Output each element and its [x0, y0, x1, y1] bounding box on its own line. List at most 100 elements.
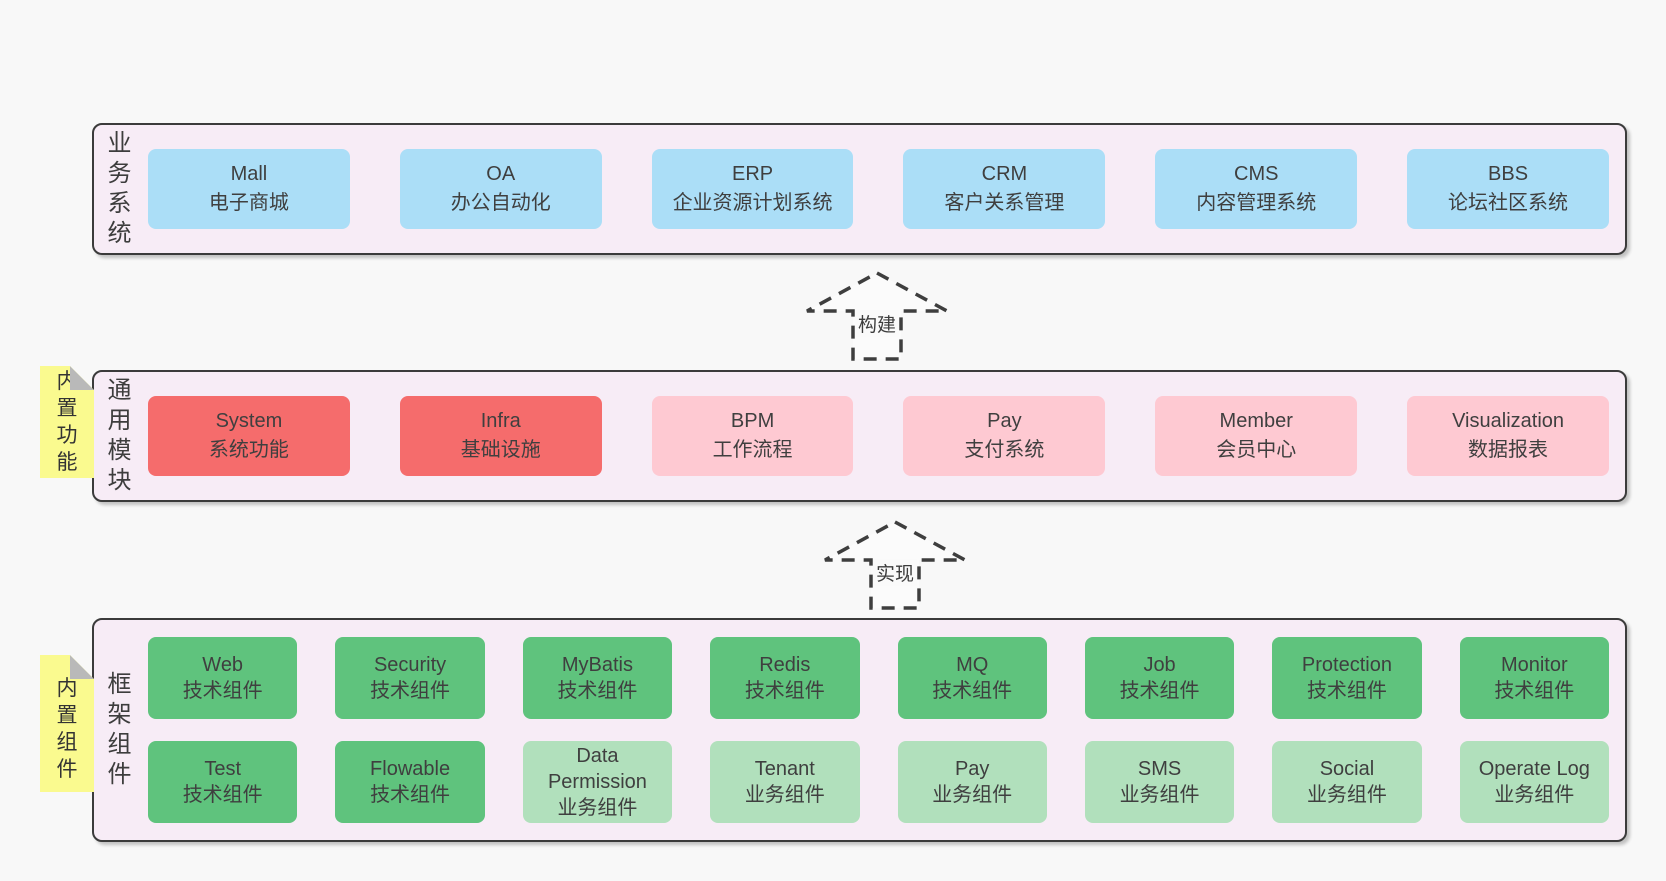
box-subtitle: 业务组件 — [744, 784, 825, 806]
box-subtitle: 内容管理系统 — [1196, 192, 1317, 214]
sticky-note-built-in-components: 内置组件 — [40, 655, 94, 792]
sticky-note-built-in-features: 内置功能 — [40, 366, 94, 478]
box-subtitle: 电子商城 — [208, 192, 289, 214]
business-box-erp: ERP 企业资源计划系统 — [651, 149, 854, 229]
box-subtitle: 技术组件 — [744, 680, 825, 702]
module-box-member: Member 会员中心 — [1155, 396, 1358, 476]
box-subtitle: 技术组件 — [182, 680, 263, 702]
component-box-job: Job 技术组件 — [1084, 637, 1235, 719]
box-subtitle: 企业资源计划系统 — [672, 192, 833, 214]
component-box-web: Web 技术组件 — [148, 637, 298, 719]
component-box-test: Test 技术组件 — [148, 741, 298, 823]
box-subtitle: 系统功能 — [208, 439, 289, 461]
module-box-bpm: BPM 工作流程 — [651, 396, 854, 476]
panel-business-systems: 业务系统 Mall 电子商城 OA 办公自动化 ERP 企业资源计划系统 CRM… — [92, 123, 1627, 255]
box-title: MyBatis — [561, 654, 633, 676]
box-subtitle: 业务组件 — [1119, 784, 1200, 806]
box-title: CRM — [981, 163, 1028, 185]
box-subtitle: 客户关系管理 — [944, 192, 1065, 214]
box-title: Flowable — [370, 758, 451, 780]
box-title: Test — [204, 758, 242, 780]
box-title: Pay — [987, 410, 1022, 432]
box-title: Infra — [480, 410, 521, 432]
business-box-crm: CRM 客户关系管理 — [903, 149, 1106, 229]
component-box-monitor: Monitor 技术组件 — [1459, 637, 1609, 719]
box-subtitle: 业务组件 — [932, 784, 1013, 806]
business-box-mall: Mall 电子商城 — [148, 149, 350, 229]
module-boxes: System 系统功能 Infra 基础设施 BPM 工作流程 Pay 支付系统… — [148, 396, 1609, 476]
panel-common-modules: 通用模块 System 系统功能 Infra 基础设施 BPM 工作流程 Pay… — [92, 370, 1627, 502]
framework-components-label: 框架组件 — [107, 671, 132, 788]
box-title: Mall — [230, 163, 268, 185]
box-title: Monitor — [1500, 654, 1568, 676]
implement-arrow-label: 实现 — [872, 559, 918, 586]
component-box-tenant: Tenant 业务组件 — [710, 741, 860, 823]
component-box-security: Security 技术组件 — [335, 637, 485, 719]
business-boxes: Mall 电子商城 OA 办公自动化 ERP 企业资源计划系统 CRM 客户关系… — [148, 149, 1609, 229]
business-box-cms: CMS 内容管理系统 — [1155, 149, 1358, 229]
module-box-pay: Pay 支付系统 — [903, 396, 1106, 476]
panel-framework-components: 框架组件 Web 技术组件 Security 技术组件 MyBatis 技术组件… — [92, 618, 1627, 842]
box-title: ERP — [732, 163, 774, 185]
box-subtitle: 论坛社区系统 — [1448, 192, 1569, 214]
implement-arrow: 实现 — [822, 519, 968, 611]
component-box-mq: MQ 技术组件 — [897, 637, 1047, 719]
box-title: Tenant — [754, 758, 815, 780]
box-subtitle: 技术组件 — [182, 784, 263, 806]
box-subtitle: 技术组件 — [1119, 680, 1200, 702]
component-box-sms: SMS 业务组件 — [1084, 741, 1235, 823]
box-subtitle: 工作流程 — [712, 439, 793, 461]
module-box-infra: Infra 基础设施 — [399, 396, 602, 476]
box-title: Member — [1219, 410, 1293, 432]
box-title: Job — [1143, 654, 1176, 676]
box-subtitle: 技术组件 — [1306, 680, 1387, 702]
component-box-redis: Redis 技术组件 — [710, 637, 860, 719]
box-subtitle: 技术组件 — [370, 680, 451, 702]
box-title: Web — [202, 654, 244, 676]
component-box-pay: Pay 业务组件 — [897, 741, 1047, 823]
box-title: Data Permission — [547, 745, 647, 793]
box-title: Redis — [759, 654, 811, 676]
sticky-note-text: 内置组件 — [56, 676, 78, 781]
box-subtitle: 业务组件 — [557, 797, 638, 819]
box-subtitle: 技术组件 — [557, 680, 638, 702]
box-title: SMS — [1137, 758, 1182, 780]
box-title: System — [215, 410, 283, 432]
box-title: Protection — [1301, 654, 1392, 676]
build-arrow: 构建 — [804, 270, 950, 362]
build-arrow-label: 构建 — [854, 310, 900, 337]
component-box-operate-log: Operate Log 业务组件 — [1459, 741, 1609, 823]
box-subtitle: 会员中心 — [1216, 439, 1297, 461]
box-subtitle: 技术组件 — [932, 680, 1013, 702]
box-subtitle: 支付系统 — [964, 439, 1045, 461]
box-title: Pay — [954, 758, 990, 780]
module-box-system: System 系统功能 — [148, 396, 350, 476]
component-box-protection: Protection 技术组件 — [1272, 637, 1422, 719]
component-box-flowable: Flowable 技术组件 — [335, 741, 485, 823]
component-box-social: Social 业务组件 — [1272, 741, 1422, 823]
component-box-mybatis: MyBatis 技术组件 — [522, 637, 673, 719]
box-subtitle: 业务组件 — [1494, 784, 1575, 806]
box-title: CMS — [1234, 163, 1279, 185]
box-subtitle: 技术组件 — [370, 784, 451, 806]
framework-row-2: Test 技术组件 Flowable 技术组件 Data Permission … — [148, 741, 1609, 823]
business-systems-label: 业务系统 — [107, 130, 132, 247]
box-title: OA — [486, 163, 516, 185]
module-box-visualization: Visualization 数据报表 — [1407, 396, 1609, 476]
box-subtitle: 业务组件 — [1306, 784, 1387, 806]
business-box-oa: OA 办公自动化 — [399, 149, 602, 229]
box-title: MQ — [956, 654, 989, 676]
box-title: Security — [373, 654, 447, 676]
component-box-data-permission: Data Permission 业务组件 — [522, 741, 673, 823]
box-subtitle: 技术组件 — [1494, 680, 1575, 702]
box-title: BPM — [730, 410, 775, 432]
business-box-bbs: BBS 论坛社区系统 — [1407, 149, 1609, 229]
box-title: Visualization — [1452, 410, 1565, 432]
sticky-note-text: 内置功能 — [56, 370, 78, 474]
box-subtitle: 办公自动化 — [450, 192, 551, 214]
framework-rows: Web 技术组件 Security 技术组件 MyBatis 技术组件 Redi… — [148, 637, 1609, 823]
box-title: Operate Log — [1478, 758, 1590, 780]
framework-row-1: Web 技术组件 Security 技术组件 MyBatis 技术组件 Redi… — [148, 637, 1609, 719]
box-title: Social — [1319, 758, 1375, 780]
box-title: BBS — [1488, 163, 1529, 185]
